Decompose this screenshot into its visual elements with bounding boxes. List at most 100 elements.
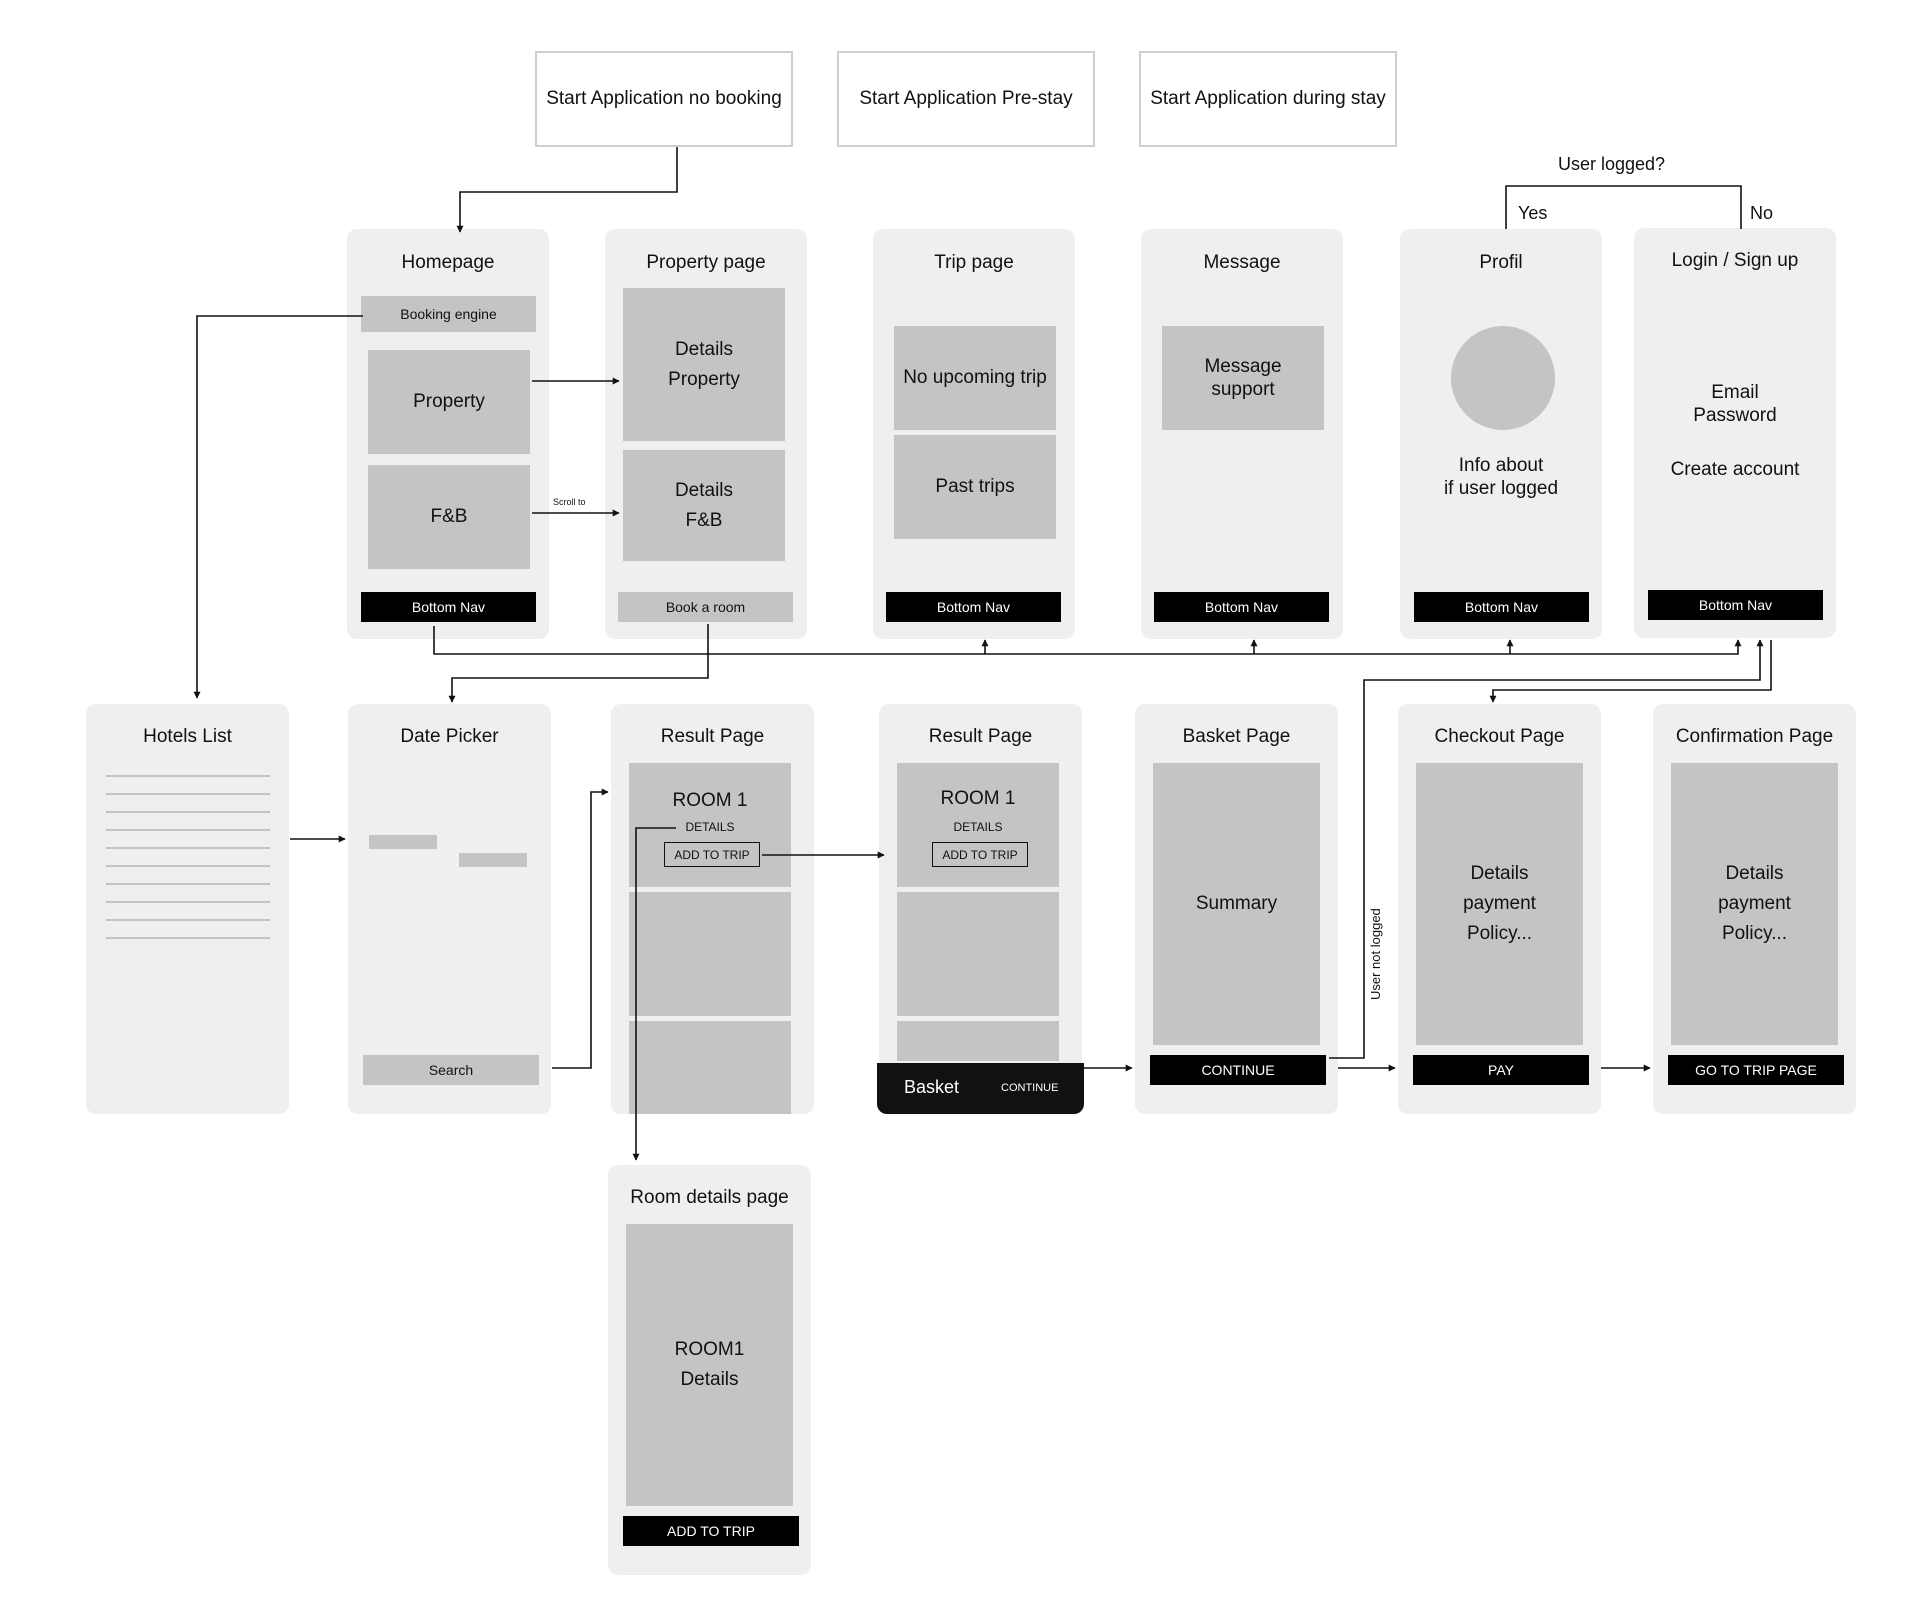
homepage-title: Homepage <box>401 252 495 273</box>
basket-label: Basket <box>904 1077 960 1097</box>
password-field[interactable]: Password <box>1693 405 1777 426</box>
result-page-1-title: Result Page <box>660 726 765 747</box>
start-during-stay: Start Application during stay <box>1139 51 1397 147</box>
login-bottom-nav[interactable]: Bottom Nav <box>1648 590 1823 620</box>
room-1-details-link[interactable]: DETAILS <box>685 820 735 834</box>
message-bottom-nav-label: Bottom Nav <box>1204 599 1279 615</box>
message-title: Message <box>1203 252 1281 273</box>
message-screen <box>1141 229 1343 639</box>
basket-continue-button[interactable]: CONTINUE <box>1150 1055 1326 1085</box>
confirmation-line-3: Policy... <box>1721 923 1788 944</box>
add-to-trip-button[interactable]: ADD TO TRIP <box>664 842 760 867</box>
list-item[interactable] <box>106 865 270 867</box>
basket-bar[interactable] <box>877 1063 1084 1114</box>
past-trips-label: Past trips <box>935 476 1015 497</box>
message-support-line-1: Message <box>1204 356 1282 377</box>
create-account-link[interactable]: Create account <box>1670 459 1800 480</box>
homepage-bottom-nav[interactable]: Bottom Nav <box>361 592 536 622</box>
profil-info-line-1: Info about <box>1458 455 1544 476</box>
homepage-bottom-nav-label: Bottom Nav <box>411 599 486 615</box>
hotels-list-screen <box>86 704 289 1114</box>
past-trips-block[interactable]: Past trips <box>894 435 1056 539</box>
room-details-page-title: Room details page <box>630 1187 789 1208</box>
add-to-trip-button[interactable]: ADD TO TRIP <box>932 842 1028 867</box>
basket-continue-label: CONTINUE <box>1201 1062 1275 1078</box>
summary-label: Summary <box>1195 893 1278 914</box>
trip-bottom-nav-label: Bottom Nav <box>936 599 1011 615</box>
no-upcoming-trip-block: No upcoming trip <box>894 326 1056 430</box>
search-button-label: Search <box>428 1062 474 1078</box>
book-room-label: Book a room <box>665 599 746 615</box>
room-3-card <box>897 1021 1059 1061</box>
login-fields: Email Password <box>1634 381 1836 427</box>
start-during-stay-label: Start Application during stay <box>1150 88 1386 109</box>
message-support-block[interactable]: Message support <box>1162 326 1324 430</box>
profil-screen <box>1400 229 1602 639</box>
confirmation-page-title: Confirmation Page <box>1675 726 1834 747</box>
checkout-page-title: Checkout Page <box>1434 726 1565 747</box>
room-details-block: ROOM1 Details <box>626 1224 793 1506</box>
start-pre-stay: Start Application Pre-stay <box>837 51 1095 147</box>
go-to-trip-page-button[interactable]: GO TO TRIP PAGE <box>1668 1055 1844 1085</box>
room-details-add-to-trip-button[interactable]: ADD TO TRIP <box>623 1516 799 1546</box>
profil-title: Profil <box>1479 252 1523 273</box>
room-details-line-2: Details <box>680 1369 739 1390</box>
list-item[interactable] <box>106 775 270 777</box>
decision-yes: Yes <box>1518 203 1548 223</box>
go-to-trip-page-label: GO TO TRIP PAGE <box>1695 1062 1817 1078</box>
list-item[interactable] <box>106 811 270 813</box>
login-screen <box>1634 228 1836 638</box>
basket-continue-button[interactable]: CONTINUE <box>1001 1082 1059 1094</box>
trip-page-screen <box>873 229 1075 639</box>
trip-bottom-nav[interactable]: Bottom Nav <box>886 592 1061 622</box>
start-date-input[interactable] <box>369 835 437 849</box>
decision-no: No <box>1750 203 1774 223</box>
list-item[interactable] <box>106 919 270 921</box>
message-bottom-nav[interactable]: Bottom Nav <box>1154 592 1329 622</box>
add-to-trip-label: ADD TO TRIP <box>674 847 750 862</box>
message-support-line-2: support <box>1211 379 1275 400</box>
login-bottom-nav-label: Bottom Nav <box>1698 597 1773 613</box>
login-title: Login / Sign up <box>1671 250 1799 271</box>
details-property-block: Details Property <box>623 288 785 441</box>
avatar <box>1451 326 1555 430</box>
list-item[interactable] <box>106 937 270 939</box>
trip-page-title: Trip page <box>934 252 1014 273</box>
pay-label: PAY <box>1488 1062 1514 1078</box>
list-item[interactable] <box>106 793 270 795</box>
room-1-name: ROOM 1 <box>940 788 1016 809</box>
property-block-label: Property <box>413 391 485 412</box>
confirmation-details-block: Details payment Policy... <box>1671 763 1838 1045</box>
room-2-card <box>629 892 791 1016</box>
book-room-button[interactable]: Book a room <box>618 592 793 622</box>
profil-bottom-nav[interactable]: Bottom Nav <box>1414 592 1589 622</box>
summary-block: Summary <box>1153 763 1320 1045</box>
list-item[interactable] <box>106 901 270 903</box>
link-start-to-homepage <box>456 147 678 233</box>
start-pre-stay-label: Start Application Pre-stay <box>859 88 1073 109</box>
details-fnb-block: Details F&B <box>623 450 785 561</box>
list-item[interactable] <box>106 883 270 885</box>
checkout-line-2: payment <box>1463 893 1536 914</box>
property-block[interactable]: Property <box>368 350 530 454</box>
email-field[interactable]: Email <box>1711 382 1759 403</box>
details-fnb-line-1: Details <box>674 479 734 501</box>
search-button[interactable]: Search <box>363 1055 539 1085</box>
fnb-block[interactable]: F&B <box>368 465 530 569</box>
list-item[interactable] <box>106 847 270 849</box>
confirmation-line-2: payment <box>1718 893 1791 914</box>
property-page-title: Property page <box>646 252 766 273</box>
scroll-to-annotation: Scroll to <box>553 497 586 507</box>
list-item[interactable] <box>106 829 270 831</box>
start-no-booking: Start Application no booking <box>535 51 793 147</box>
user-not-logged-annotation: User not logged <box>1368 908 1383 1000</box>
room-1-details-link[interactable]: DETAILS <box>953 820 1003 834</box>
pay-button[interactable]: PAY <box>1413 1055 1589 1085</box>
booking-engine-label: Booking engine <box>400 306 497 322</box>
link-search-to-result-page <box>552 788 609 1069</box>
end-date-input[interactable] <box>459 853 527 867</box>
date-picker-screen <box>348 704 551 1114</box>
profil-bottom-nav-label: Bottom Nav <box>1464 599 1539 615</box>
booking-engine-button[interactable]: Booking engine <box>361 296 536 332</box>
